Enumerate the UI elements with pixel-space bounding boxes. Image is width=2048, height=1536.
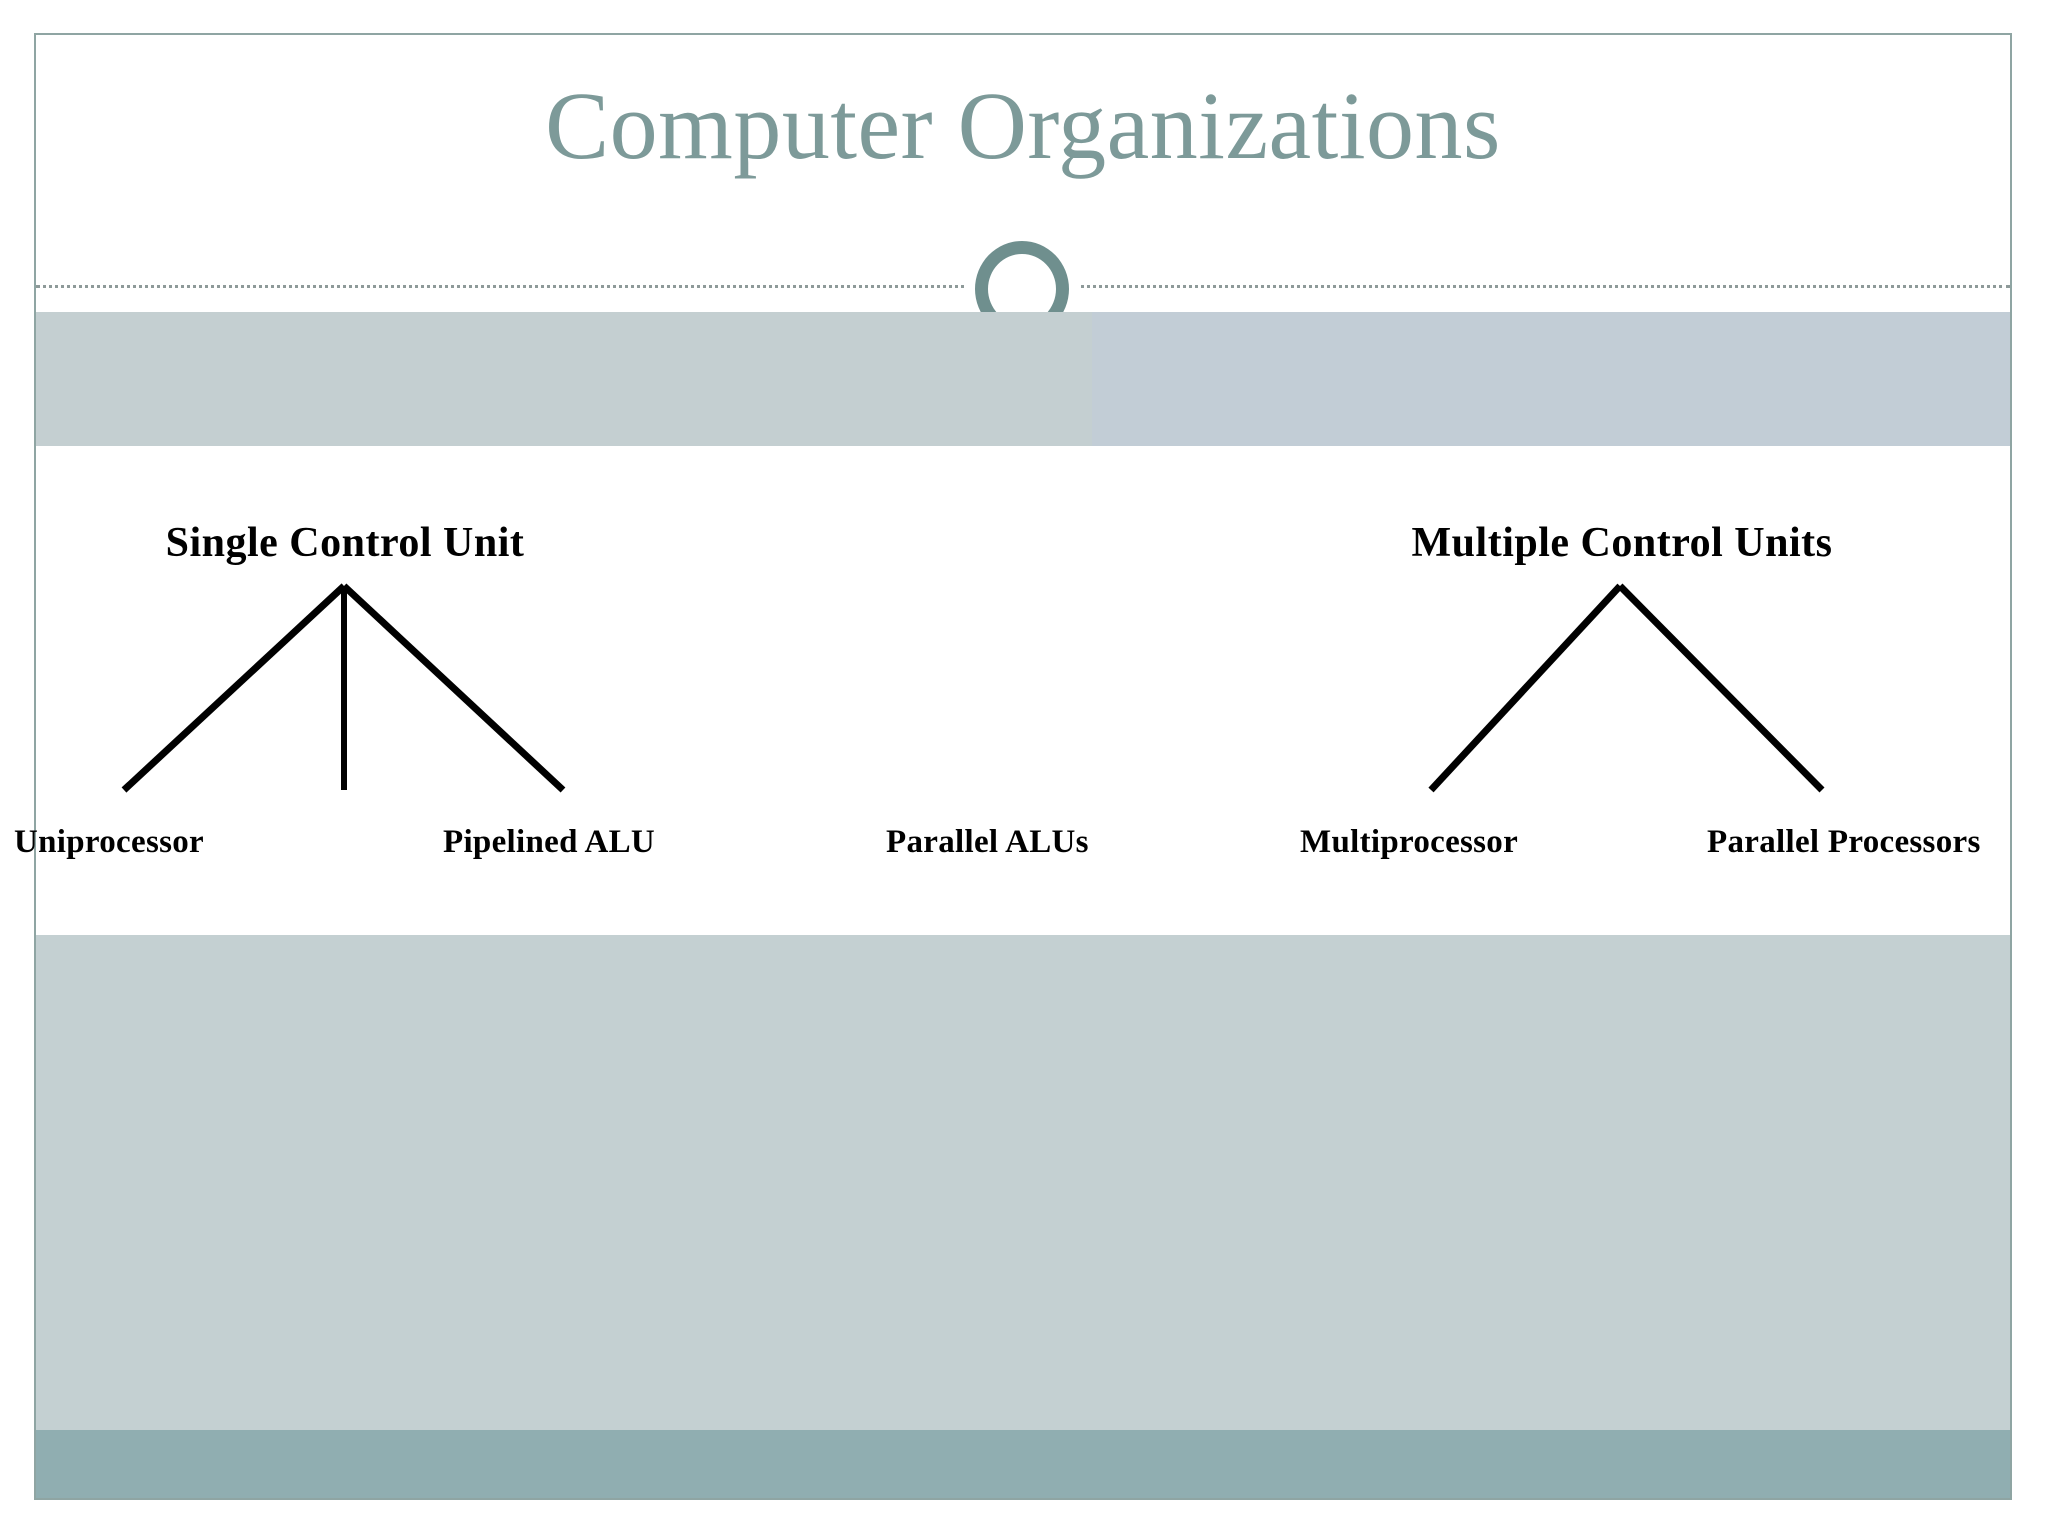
header-band-left bbox=[36, 312, 1092, 446]
tree-leaf-parallel-alus: Parallel ALUs bbox=[886, 824, 1089, 860]
edge-right-parallel-processors bbox=[1617, 583, 1825, 793]
tree-root-multiple-control-units: Multiple Control Units bbox=[1411, 520, 1833, 566]
edge-left-parallel-alus bbox=[341, 583, 566, 793]
edge-right-multiprocessor bbox=[1428, 583, 1623, 793]
tree-leaf-multiprocessor: Multiprocessor bbox=[1300, 824, 1519, 860]
tree-root-single-control-unit: Single Control Unit bbox=[165, 520, 525, 566]
tree-leaf-pipelined-alu: Pipelined ALU bbox=[443, 824, 656, 860]
footer-bar bbox=[36, 1430, 2010, 1498]
header-band-right bbox=[1092, 312, 2010, 446]
content-placeholder-panel bbox=[36, 935, 2010, 1430]
edge-left-uniprocessor bbox=[121, 583, 347, 793]
page-title: Computer Organizations bbox=[545, 72, 1501, 179]
tree-leaf-parallel-processors: Parallel Processors bbox=[1707, 824, 1981, 860]
tree-leaf-uniprocessor: Uniprocessor bbox=[14, 824, 204, 860]
